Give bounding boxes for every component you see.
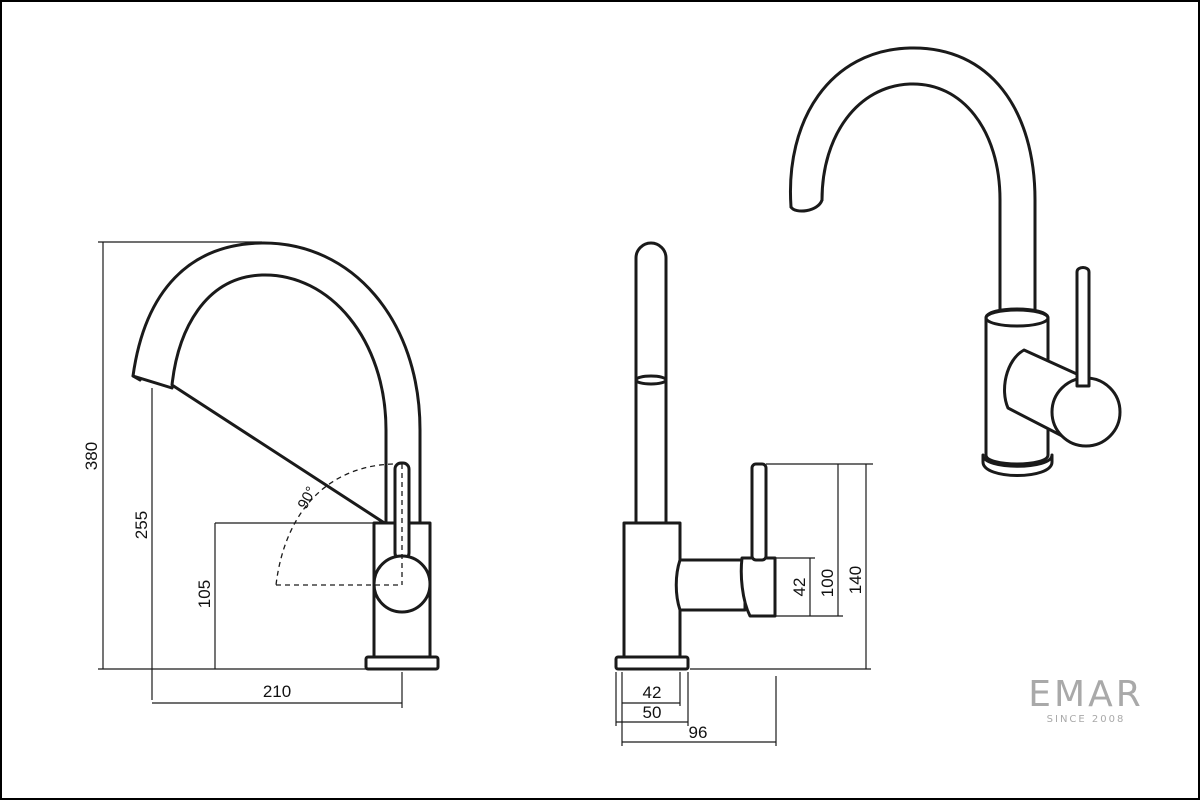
side-handle-housing — [674, 558, 747, 612]
dim-42h-label: 42 — [643, 683, 662, 702]
perspective-body-top — [984, 308, 1050, 328]
dim-100-label: 100 — [818, 569, 837, 597]
side-view — [614, 241, 777, 671]
brand-logo: EMAR SINCE 2008 — [1028, 674, 1143, 725]
front-spout-tip — [131, 374, 174, 390]
dim-255-label: 255 — [132, 511, 151, 539]
perspective-lever — [1075, 266, 1091, 388]
brand-name: EMAR — [1028, 674, 1143, 715]
dim-42v-label: 42 — [790, 578, 809, 597]
front-dimensions: 380 255 105 210 — [82, 241, 403, 708]
perspective-base — [981, 453, 1054, 477]
side-spout-ring — [634, 374, 668, 386]
dim-380-label: 380 — [82, 442, 101, 470]
side-base — [614, 655, 690, 671]
side-lever-block — [739, 556, 777, 618]
front-base — [364, 655, 440, 671]
rotation-arc — [275, 463, 403, 586]
front-view: 90° — [131, 241, 440, 671]
perspective-spout-tip — [789, 198, 824, 213]
perspective-view — [788, 46, 1122, 477]
perspective-spout — [788, 46, 1037, 322]
dim-50-label: 50 — [643, 703, 662, 722]
side-body — [622, 521, 682, 659]
side-spout — [634, 241, 668, 526]
perspective-handle-end — [1050, 376, 1122, 448]
dim-210-label: 210 — [263, 682, 291, 701]
dim-105-label: 105 — [195, 580, 214, 608]
rotation-angle-label: 90° — [295, 484, 321, 512]
side-dimensions: 42 100 140 42 50 96 — [615, 463, 873, 746]
brand-tagline: SINCE 2008 — [1047, 714, 1126, 725]
side-lever — [750, 462, 768, 562]
dim-96-label: 96 — [689, 723, 708, 742]
dim-140-label: 140 — [846, 566, 865, 594]
front-spout — [131, 241, 422, 526]
